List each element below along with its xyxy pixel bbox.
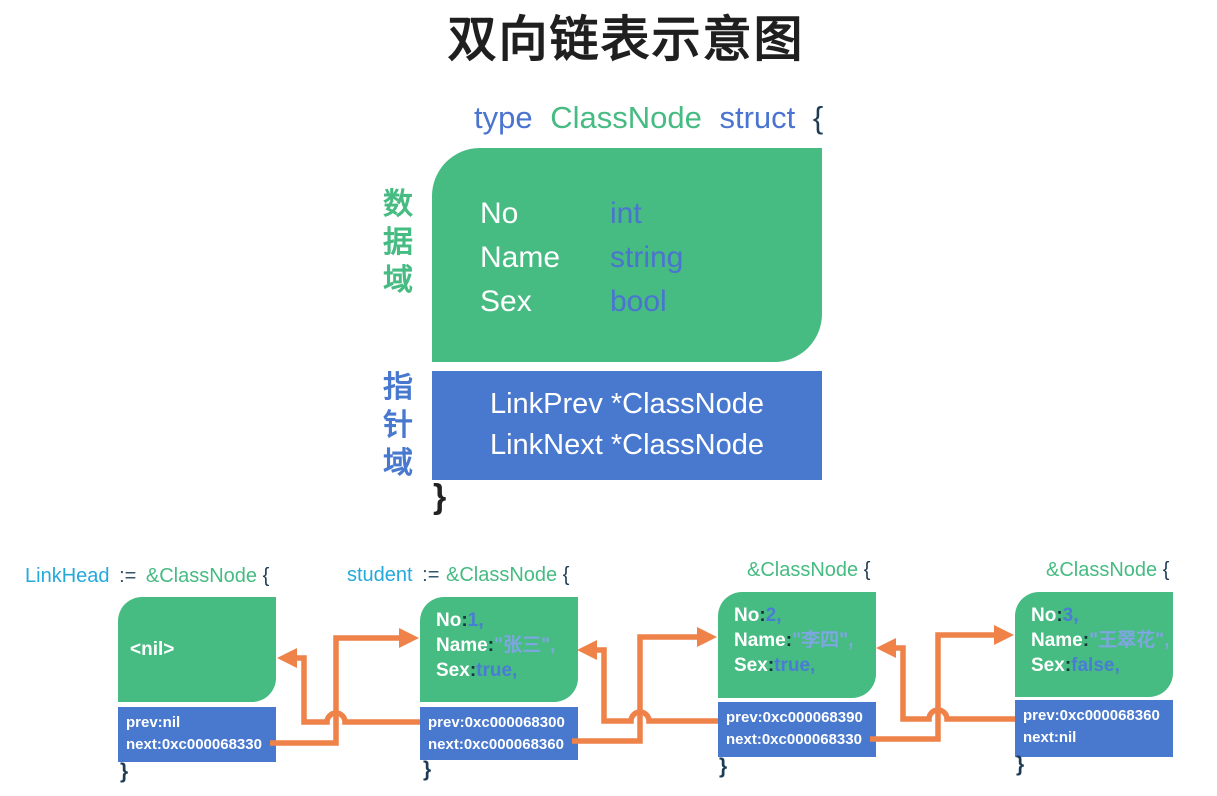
prev-pointer-value: prev:0xc000068300 — [428, 714, 565, 731]
arrowhead-left-icon — [876, 638, 896, 658]
pointer-fields-box: LinkPrev *ClassNode LinkNext *ClassNode — [432, 371, 822, 480]
struct-name: ClassNode — [550, 100, 702, 135]
data-domain-label: 数据域 — [383, 188, 413, 297]
arrowhead-right-icon — [994, 625, 1014, 645]
page-title: 双向链表示意图 — [447, 13, 805, 67]
node3-pointer-box: prev:0xc000068390 next:0xc000068330 — [718, 702, 876, 757]
node1-close-brace: } — [120, 760, 129, 783]
next-pointer-value: next:0xc000068330 — [726, 731, 862, 748]
struct-definition-header: type ClassNode struct { — [474, 100, 832, 136]
field-line: Sex:true, — [734, 655, 816, 676]
arrowhead-right-icon — [399, 628, 419, 648]
prev-pointer-value: prev:0xc000068390 — [726, 709, 863, 726]
next-arrow-node2-to-node3 — [572, 634, 699, 744]
field-line: Sex:false, — [1031, 655, 1120, 676]
prev-arrow-node2-to-node1 — [295, 655, 420, 725]
next-pointer-value: next:0xc000068360 — [428, 736, 564, 753]
keyword-struct: struct — [719, 100, 796, 135]
node3-header: &ClassNode { — [747, 559, 871, 581]
arrowhead-left-icon — [577, 640, 597, 660]
field-line: No:1, — [436, 610, 484, 631]
pointer-field-row: LinkPrev *ClassNode — [489, 388, 764, 420]
node1-data-box: <nil> — [118, 597, 276, 702]
node2-pointer-box: prev:0xc000068300 next:0xc000068360 — [420, 707, 578, 760]
node1-pointer-box: prev:nil next:0xc000068330 — [118, 707, 276, 762]
node2-close-brace: } — [423, 758, 432, 781]
next-pointer-value: next:0xc000068330 — [126, 736, 262, 753]
node3-close-brace: } — [719, 755, 728, 778]
field-line: Name:"王翠花", — [1031, 630, 1170, 651]
prev-pointer-value: prev:nil — [126, 714, 181, 731]
next-arrow-node1-to-node2 — [270, 635, 401, 746]
node4-pointer-box: prev:0xc000068360 next:nil — [1015, 700, 1173, 757]
keyword-type: type — [474, 100, 533, 135]
arrowhead-left-icon — [277, 648, 297, 668]
node3-data-box: No:2, Name:"李四", Sex:true, — [718, 592, 876, 698]
pointer-field-row: LinkNext *ClassNode — [489, 429, 764, 461]
node2-data-box: No:1, Name:"张三", Sex:true, — [420, 597, 578, 702]
field-line: Name:"张三", — [436, 635, 556, 656]
prev-arrow-node4-to-node3 — [894, 645, 1015, 722]
arrowhead-right-icon — [697, 627, 717, 647]
pointer-domain-label: 指针域 — [383, 371, 413, 480]
next-arrow-node3-to-node4 — [870, 632, 996, 742]
node4-data-box: No:3, Name:"王翠花", Sex:false, — [1015, 592, 1173, 697]
node4-close-brace: } — [1016, 753, 1025, 776]
field-line: No:2, — [734, 605, 782, 626]
nil-value: <nil> — [130, 639, 175, 660]
field-line: No:3, — [1031, 605, 1079, 626]
struct-close-brace: } — [433, 478, 447, 516]
field-line: Name:"李四", — [734, 630, 854, 651]
node-header-student: student := &ClassNode { — [347, 564, 570, 586]
node4-header: &ClassNode { — [1046, 559, 1170, 581]
open-brace: { — [812, 100, 824, 135]
next-pointer-value: next:nil — [1023, 729, 1077, 746]
prev-pointer-value: prev:0xc000068360 — [1023, 707, 1160, 724]
node-header-linkhead: LinkHead := &ClassNode { — [25, 565, 270, 587]
prev-arrow-node3-to-node2 — [595, 647, 718, 724]
field-line: Sex:true, — [436, 660, 518, 681]
